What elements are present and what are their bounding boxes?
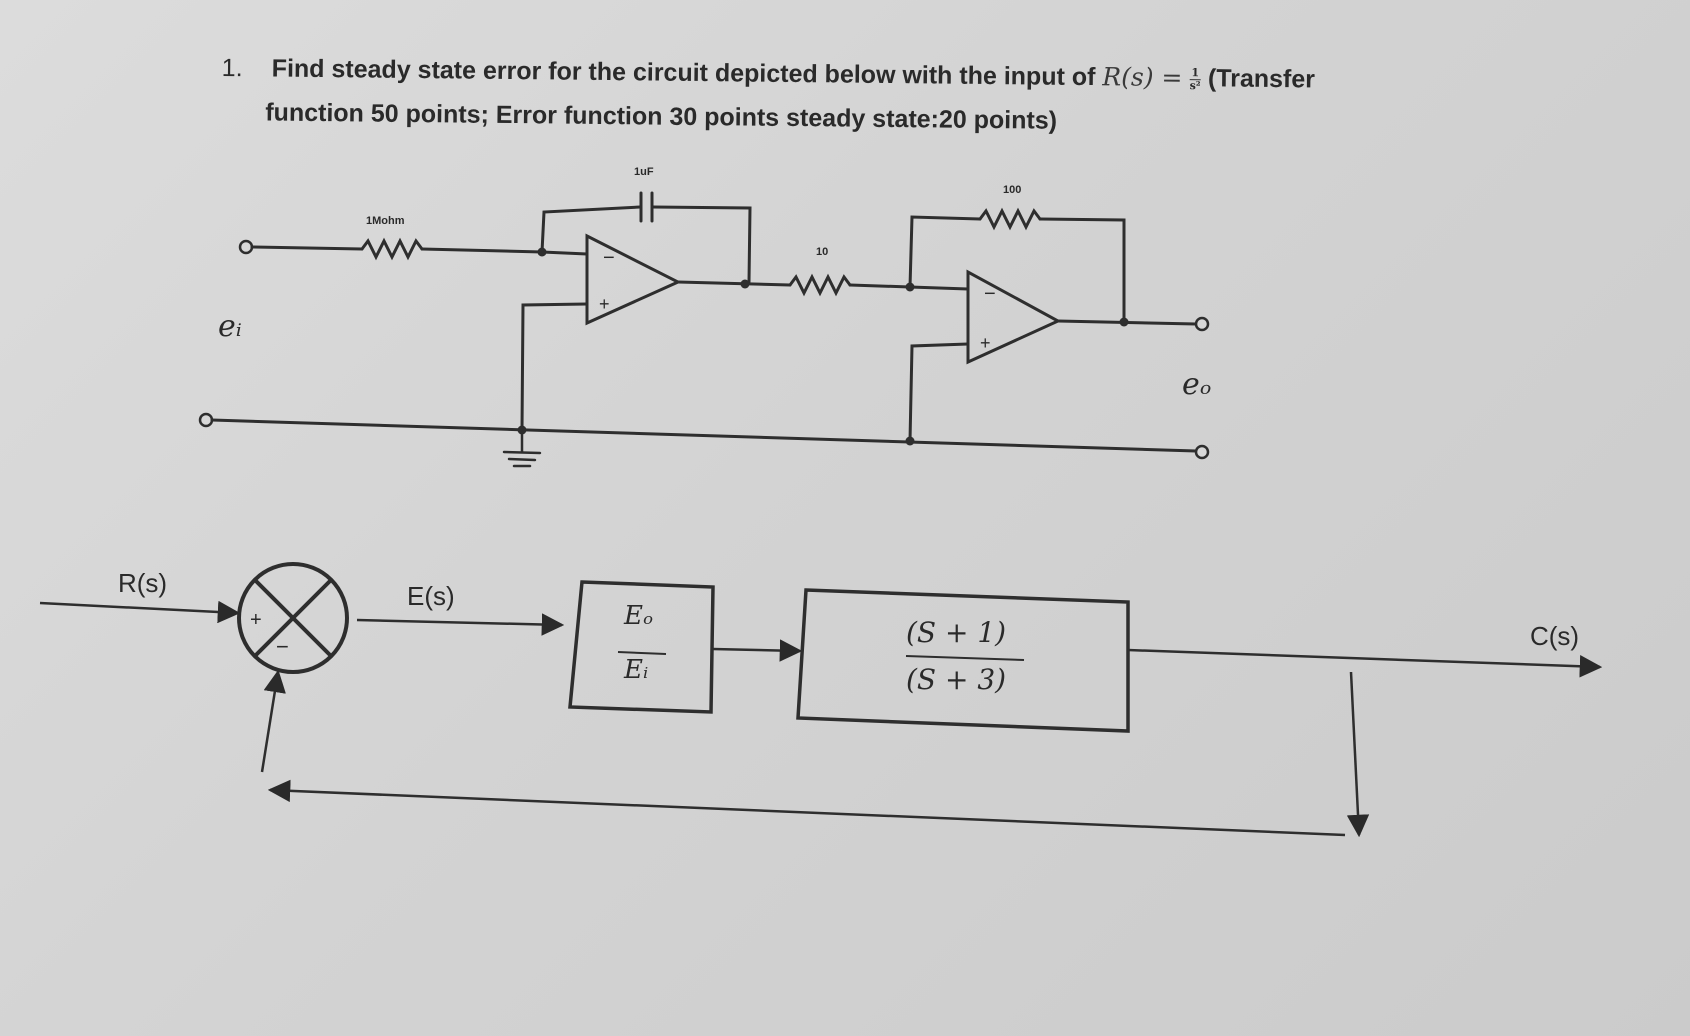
wire-input-to-r1 bbox=[250, 245, 364, 251]
wire-opamp2-plus-to-ground bbox=[908, 342, 970, 443]
block2-fraction-bar bbox=[905, 655, 1025, 661]
circuit bbox=[198, 191, 1210, 468]
summing-junction bbox=[237, 562, 349, 674]
r1-label: 1Mohm bbox=[366, 215, 405, 227]
wire-feedback-down bbox=[1346, 671, 1370, 838]
opamp2-minus-sign: − bbox=[984, 283, 996, 305]
r2-label: 10 bbox=[816, 246, 828, 258]
wire-block1-to-block2 bbox=[712, 639, 803, 662]
c1-label: 1uF bbox=[634, 166, 654, 178]
node-ground-2 bbox=[905, 436, 915, 446]
block1-denominator: Eᵢ bbox=[623, 655, 648, 685]
input-voltage-label: eᵢ bbox=[218, 309, 242, 344]
wire-opamp1-output bbox=[676, 280, 792, 287]
output-signal-label: C(s) bbox=[1530, 621, 1579, 651]
ground-icon bbox=[502, 428, 542, 468]
r3-label: 100 bbox=[1003, 184, 1021, 196]
wire-opamp1-plus-to-ground bbox=[520, 302, 589, 432]
wire-feedback-up bbox=[260, 669, 286, 773]
node-opamp1-output bbox=[740, 279, 750, 289]
resistor-r1 bbox=[360, 237, 424, 261]
opamp-2 bbox=[966, 269, 1062, 365]
block2-numerator: (S + 1) bbox=[906, 616, 1006, 649]
input-terminal-bottom bbox=[198, 412, 214, 428]
opamp1-minus-sign: − bbox=[603, 247, 615, 269]
wire-r2-to-node2 bbox=[848, 283, 912, 289]
wire-node2-to-opamp2 bbox=[908, 285, 970, 291]
ground-rail bbox=[210, 418, 1198, 453]
summer-minus-sign: − bbox=[276, 634, 289, 659]
output-terminal-bottom bbox=[1194, 444, 1210, 460]
node-opamp2-output bbox=[1119, 317, 1129, 327]
resistor-r3 bbox=[978, 207, 1042, 231]
output-voltage-label: eₒ bbox=[1182, 367, 1211, 402]
wire-summer-to-block1 bbox=[356, 613, 565, 636]
wire-node1-to-opamp1 bbox=[540, 250, 589, 256]
summer-cross-2 bbox=[253, 578, 333, 658]
wire-r3-left bbox=[908, 215, 982, 289]
block-diagram bbox=[39, 562, 1603, 838]
block-plant bbox=[796, 588, 1130, 733]
wire-cap-right bbox=[651, 205, 752, 284]
input-terminal-top bbox=[238, 239, 254, 255]
wire-input-to-summer bbox=[39, 600, 241, 624]
resistor-r2 bbox=[788, 273, 852, 297]
summer-plus-sign: + bbox=[250, 609, 262, 631]
opamp1-plus-sign: + bbox=[599, 294, 610, 314]
block1-fraction-bar bbox=[617, 651, 667, 655]
output-terminal-top bbox=[1194, 316, 1210, 332]
opamp2-plus-sign: + bbox=[980, 333, 991, 353]
block-eo-ei bbox=[568, 580, 715, 714]
reference-input-label: R(s) bbox=[118, 568, 167, 598]
wire-block2-to-output bbox=[1127, 648, 1603, 678]
wire-cap-left bbox=[540, 205, 642, 254]
wire-feedback-bottom bbox=[267, 779, 1346, 837]
block2-denominator: (S + 3) bbox=[906, 663, 1006, 696]
error-signal-label: E(s) bbox=[407, 581, 455, 611]
wire-r1-to-node1 bbox=[420, 247, 544, 254]
opamp-1 bbox=[585, 233, 682, 326]
block1-numerator: Eₒ bbox=[623, 601, 653, 631]
wire-r3-right bbox=[1038, 217, 1126, 323]
